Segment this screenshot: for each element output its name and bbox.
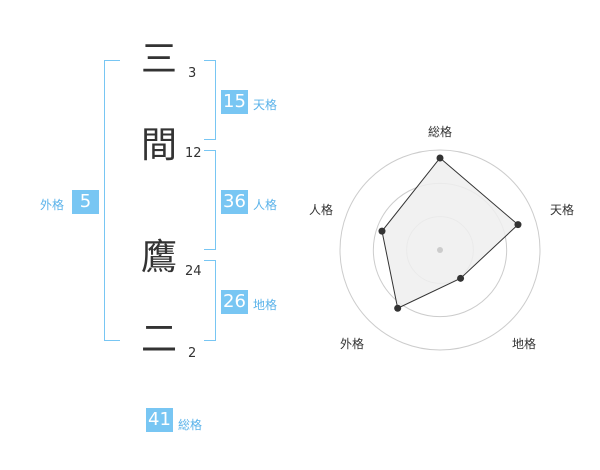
radar-point-4 (378, 227, 386, 235)
gaikaku-label: 外格 (40, 198, 65, 212)
radar-label-jinkaku: 人格 (309, 203, 334, 217)
jinkaku-value: 36 (221, 190, 248, 214)
tenkaku-value: 15 (221, 90, 248, 114)
stroke-count-3: 24 (185, 264, 202, 279)
jinkaku-bracket (204, 150, 216, 250)
name-char-2: 間 (141, 125, 178, 166)
radar-points (378, 154, 522, 312)
radar-point-2 (457, 274, 465, 282)
radar-label-soukaku: 総格 (428, 125, 453, 139)
soukaku-label: 総格 (178, 418, 203, 432)
chikaku-bracket (204, 260, 216, 341)
jinkaku-label: 人格 (253, 198, 278, 212)
soukaku-value: 41 (146, 408, 173, 432)
chikaku-label: 地格 (253, 298, 278, 312)
name-char-4: 二 (141, 319, 178, 360)
name-char-1: 三 (141, 39, 178, 80)
tenkaku-bracket (204, 60, 216, 140)
tenkaku-label: 天格 (253, 98, 278, 112)
radar-label-gaikaku: 外格 (340, 337, 365, 351)
radar-point-3 (394, 304, 402, 312)
chikaku-value: 26 (221, 290, 248, 314)
radar-point-0 (436, 154, 444, 162)
stroke-count-1: 3 (188, 66, 197, 81)
radar-label-tenkaku: 天格 (550, 203, 575, 217)
stroke-count-4: 2 (188, 346, 197, 361)
radar-area (381, 157, 519, 309)
stroke-count-2: 12 (185, 146, 202, 161)
gaikaku-value: 5 (72, 190, 99, 214)
radar-ring-3 (339, 149, 541, 351)
radar-center (437, 247, 443, 253)
name-char-3: 鷹 (141, 237, 178, 278)
radar-point-1 (514, 221, 522, 229)
radar-label-chikaku: 地格 (512, 337, 537, 351)
gaikaku-bracket (104, 60, 120, 341)
